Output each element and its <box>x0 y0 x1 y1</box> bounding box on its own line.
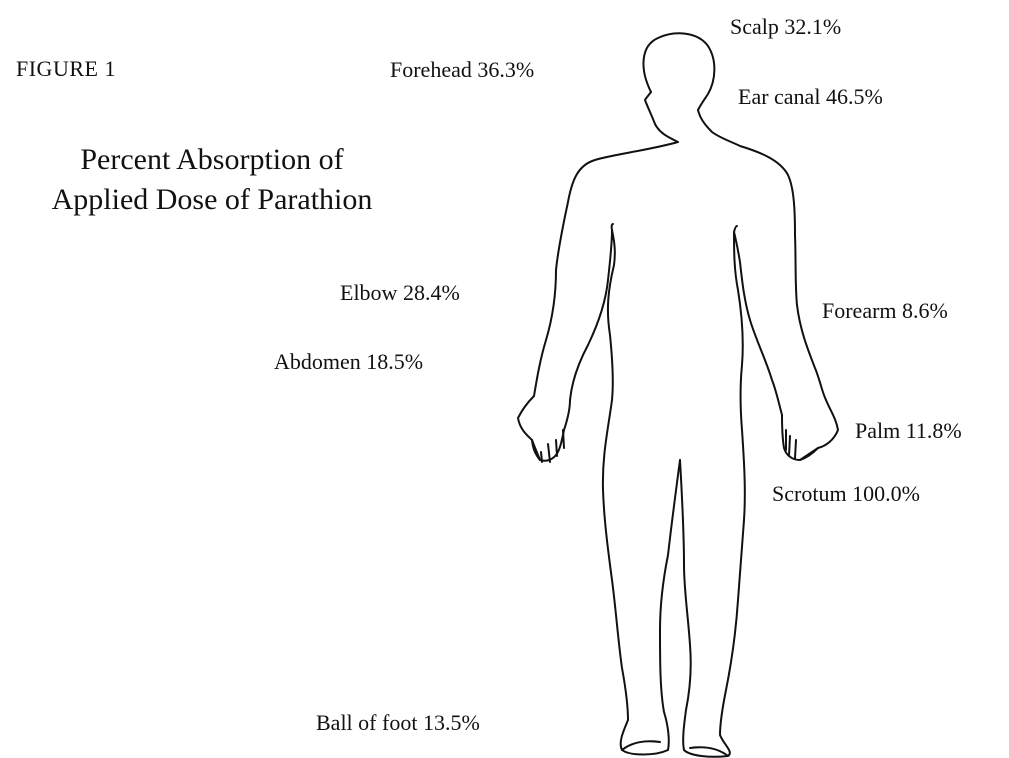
site-value: 36.3% <box>477 57 534 82</box>
site-name: Scalp <box>730 14 779 39</box>
site-value: 46.5% <box>826 84 883 109</box>
site-label-forehead: Forehead 36.3% <box>390 57 534 83</box>
site-value: 32.1% <box>784 14 841 39</box>
site-value: 13.5% <box>423 710 480 735</box>
body-left-outline <box>518 92 680 755</box>
site-label-ball-of-foot: Ball of foot 13.5% <box>316 710 480 736</box>
site-name: Scrotum <box>772 481 847 506</box>
site-label-palm: Palm 11.8% <box>855 418 962 444</box>
site-name: Elbow <box>340 280 397 305</box>
site-label-elbow: Elbow 28.4% <box>340 280 460 306</box>
site-value: 100.0% <box>852 481 920 506</box>
site-name: Forearm <box>822 298 897 323</box>
site-value: 11.8% <box>906 418 962 443</box>
head-outline <box>643 33 714 110</box>
site-name: Abdomen <box>274 349 361 374</box>
body-right-outline <box>680 110 838 757</box>
site-label-scalp: Scalp 32.1% <box>730 14 841 40</box>
site-label-abdomen: Abdomen 18.5% <box>274 349 423 375</box>
site-name: Ear canal <box>738 84 820 109</box>
site-name: Forehead <box>390 57 472 82</box>
site-name: Palm <box>855 418 900 443</box>
site-label-forearm: Forearm 8.6% <box>822 298 948 324</box>
right-hand-fingers <box>786 430 818 460</box>
site-value: 18.5% <box>366 349 423 374</box>
site-name: Ball of foot <box>316 710 417 735</box>
site-label-scrotum: Scrotum 100.0% <box>772 481 920 507</box>
right-inner-arm <box>734 226 737 232</box>
site-value: 8.6% <box>902 298 948 323</box>
site-label-ear-canal: Ear canal 46.5% <box>738 84 883 110</box>
site-value: 28.4% <box>403 280 460 305</box>
left-foot-toes <box>622 741 660 750</box>
left-inner-arm <box>612 224 613 230</box>
